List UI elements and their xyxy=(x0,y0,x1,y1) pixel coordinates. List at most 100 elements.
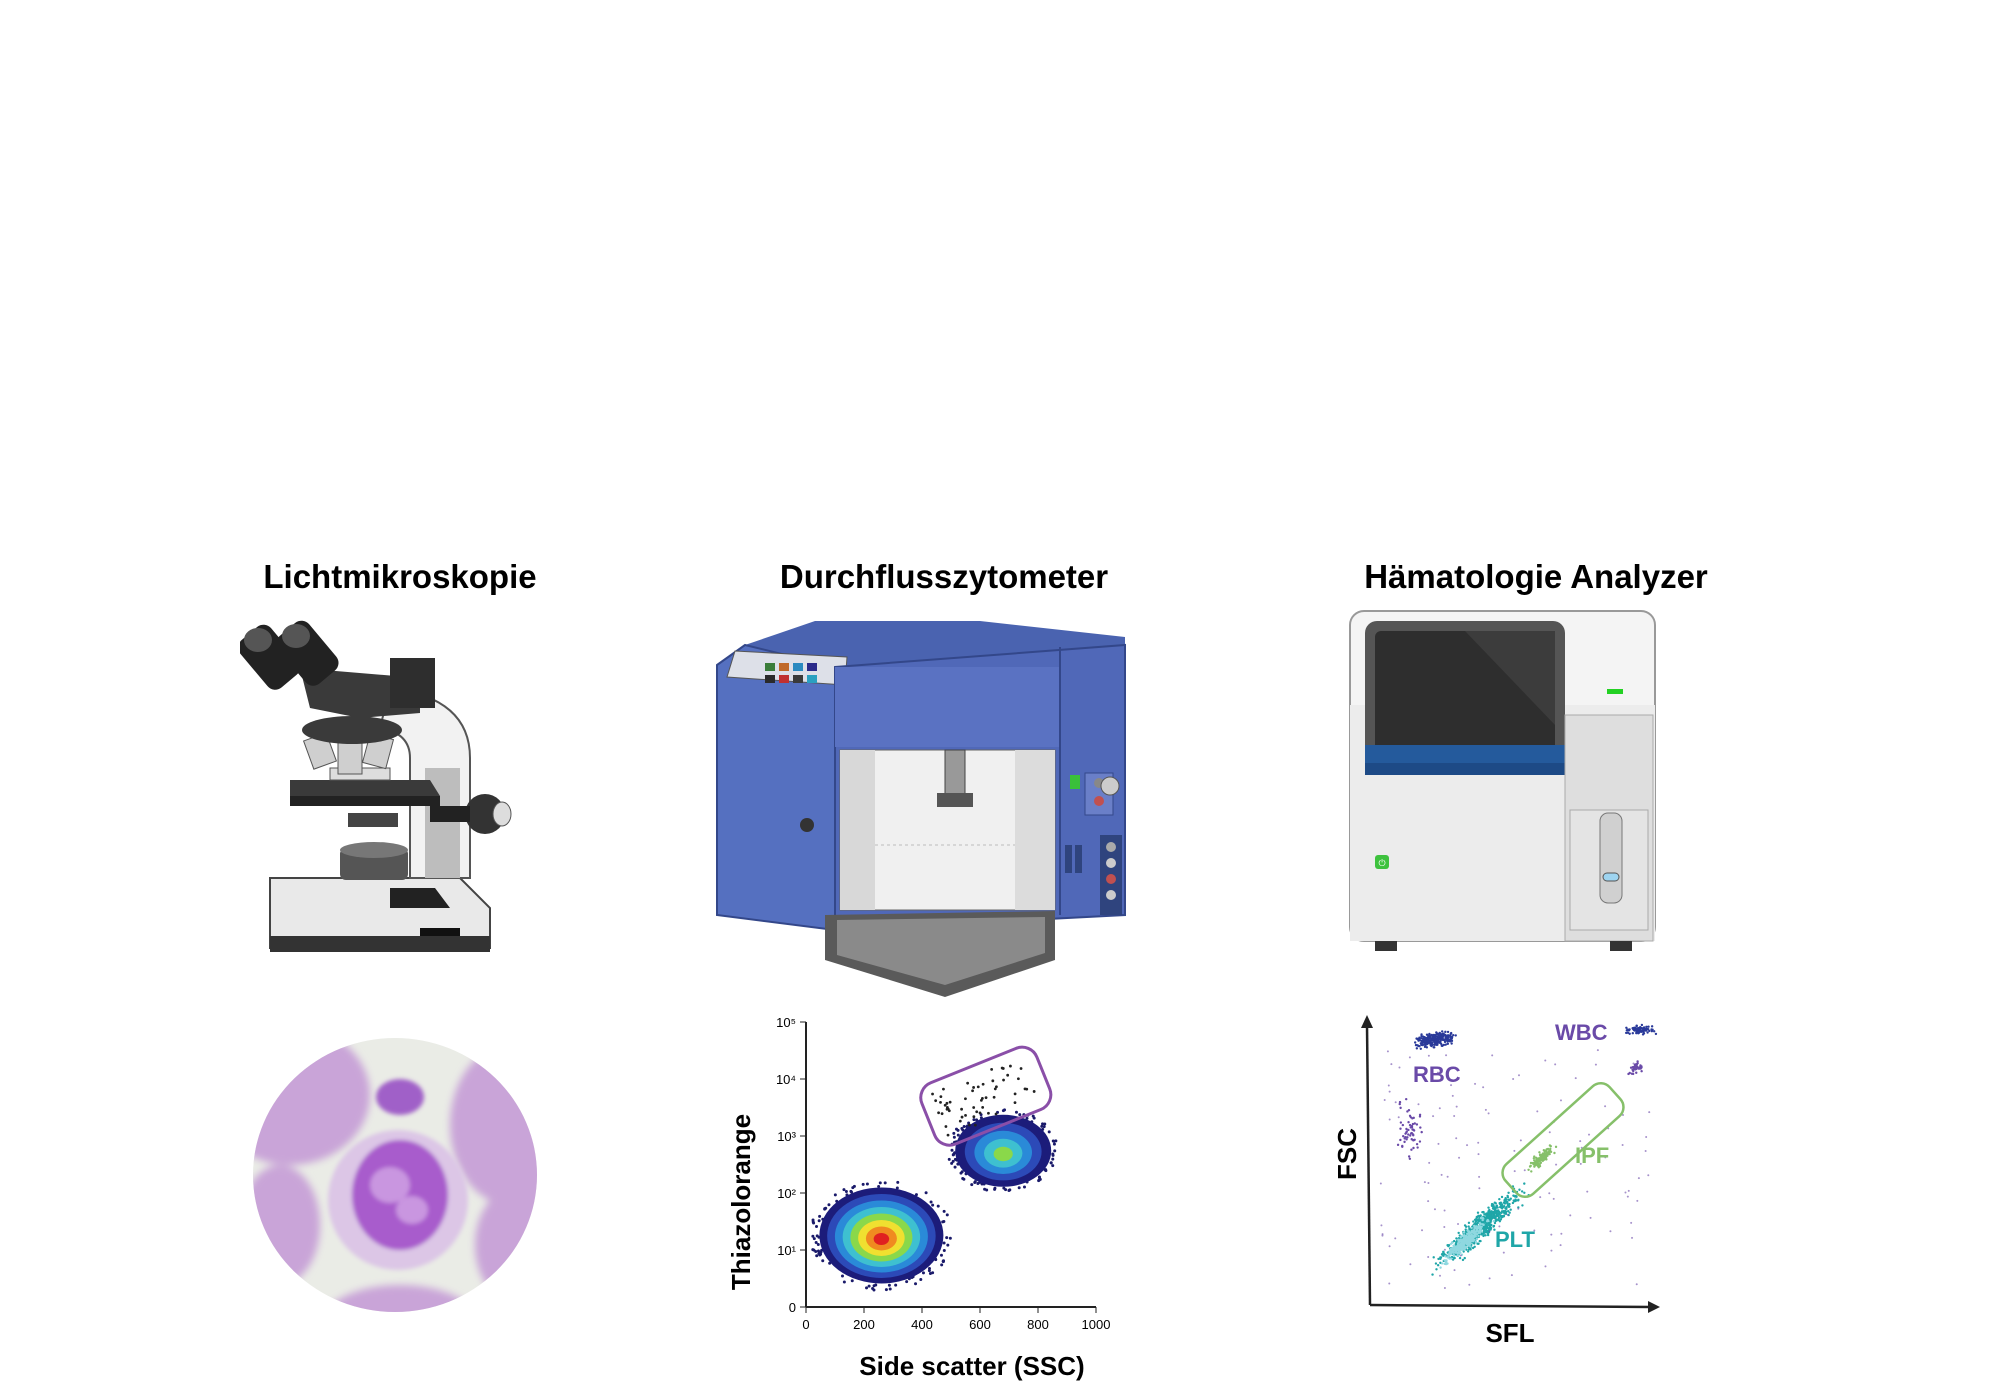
background-event xyxy=(1596,1049,1599,1052)
population-large-dot xyxy=(942,1209,946,1213)
background-event xyxy=(1647,1174,1650,1177)
plt-event xyxy=(1463,1256,1466,1260)
gated-event xyxy=(1013,1092,1017,1096)
background-event xyxy=(1445,1054,1448,1057)
background-event xyxy=(1536,1110,1539,1113)
background-event xyxy=(1621,1144,1624,1147)
plt-event xyxy=(1457,1243,1460,1246)
plt-event xyxy=(1471,1230,1474,1234)
gated-event xyxy=(960,1115,964,1119)
population-large-dot xyxy=(921,1271,925,1275)
scatter-event xyxy=(1411,1122,1415,1126)
background-event xyxy=(1513,1149,1516,1152)
gated-event xyxy=(1001,1067,1005,1070)
plt-event xyxy=(1450,1247,1453,1250)
plt-event xyxy=(1485,1225,1488,1229)
rbc-event xyxy=(1430,1044,1433,1048)
plt-event xyxy=(1506,1195,1510,1199)
background-event xyxy=(1544,1265,1547,1268)
wbc-event xyxy=(1640,1070,1643,1073)
population-upper-dot xyxy=(953,1165,957,1169)
plt-event xyxy=(1481,1223,1484,1226)
gated-event xyxy=(972,1115,976,1119)
background-event xyxy=(1582,1154,1585,1157)
label-ipf: IPF xyxy=(1575,1143,1609,1168)
plt-event xyxy=(1463,1224,1467,1227)
plt-event xyxy=(1432,1256,1435,1259)
title-hematology-analyzer: Hämatologie Analyzer xyxy=(1364,558,1708,595)
plt-event xyxy=(1496,1212,1499,1216)
plt-event xyxy=(1439,1257,1442,1261)
plt-event xyxy=(1473,1245,1476,1248)
plt-event xyxy=(1512,1194,1515,1197)
scatter-event xyxy=(1411,1133,1415,1136)
population-large-dot xyxy=(883,1181,887,1185)
background-event xyxy=(1498,1225,1501,1228)
flow-chart-xlabel: Side scatter (SSC) xyxy=(859,1351,1084,1381)
background-event xyxy=(1510,1274,1513,1277)
background-event xyxy=(1477,1153,1480,1156)
rbc-event xyxy=(1441,1036,1444,1040)
scatter-event xyxy=(1398,1100,1402,1104)
population-upper-dot xyxy=(960,1170,964,1174)
population-large-dot xyxy=(924,1191,928,1195)
plt-event xyxy=(1452,1239,1456,1243)
population-large-dot xyxy=(815,1254,819,1258)
wbc-event xyxy=(1632,1069,1635,1073)
background-event xyxy=(1438,1107,1441,1110)
rbc-event xyxy=(1415,1037,1418,1040)
scatter-event xyxy=(1409,1132,1413,1135)
rbc-event xyxy=(1444,1043,1447,1046)
background-event xyxy=(1474,1082,1477,1085)
background-event xyxy=(1443,1226,1446,1229)
plt-event xyxy=(1461,1247,1465,1250)
plt-event xyxy=(1451,1258,1455,1261)
ipf-event xyxy=(1530,1170,1533,1173)
gated-event xyxy=(987,1111,990,1115)
gated-event xyxy=(981,1105,985,1109)
plt-event xyxy=(1470,1226,1473,1230)
background-event xyxy=(1636,1199,1639,1202)
plt-event xyxy=(1481,1217,1485,1220)
plt-event xyxy=(1479,1216,1483,1220)
scatter-event xyxy=(1402,1135,1405,1138)
plt-event xyxy=(1458,1245,1461,1248)
population-large-dot xyxy=(945,1213,949,1217)
ipf-event xyxy=(1532,1157,1536,1160)
plt-event xyxy=(1459,1238,1462,1241)
background-event xyxy=(1427,1200,1430,1203)
population-upper-dot xyxy=(947,1157,951,1161)
background-event xyxy=(1423,1181,1426,1184)
population-upper-dot xyxy=(1032,1116,1036,1120)
plt-event xyxy=(1459,1242,1463,1245)
label-plt: PLT xyxy=(1495,1227,1535,1252)
background-event xyxy=(1477,1141,1480,1144)
rbc-event xyxy=(1433,1036,1437,1040)
wbc-event xyxy=(1625,1026,1628,1029)
hematology-analyzer-icon: ⏻ xyxy=(1349,610,1656,951)
plt-event xyxy=(1443,1252,1446,1256)
background-event xyxy=(1548,1131,1551,1134)
ipf-event xyxy=(1533,1162,1537,1165)
rbc-event xyxy=(1446,1034,1450,1037)
rbc-event xyxy=(1441,1033,1444,1037)
population-upper-dot xyxy=(952,1131,956,1135)
background-event xyxy=(1390,1063,1393,1066)
gate-ipf xyxy=(1501,1081,1625,1199)
ipf-event xyxy=(1538,1151,1541,1154)
wbc-event xyxy=(1635,1071,1638,1074)
gated-event xyxy=(964,1113,967,1117)
plt-event xyxy=(1482,1234,1485,1238)
gated-event xyxy=(1013,1101,1017,1105)
gated-event xyxy=(978,1111,982,1115)
plt-event xyxy=(1475,1229,1479,1233)
background-event xyxy=(1632,1062,1635,1065)
wbc-event xyxy=(1627,1072,1630,1076)
population-upper-dot xyxy=(972,1118,976,1122)
plt-event xyxy=(1434,1262,1438,1265)
plt-event xyxy=(1498,1197,1501,1201)
gated-event xyxy=(1002,1078,1005,1082)
plt-event xyxy=(1482,1231,1485,1235)
background-event xyxy=(1381,1233,1384,1236)
scatter-event xyxy=(1404,1097,1408,1101)
